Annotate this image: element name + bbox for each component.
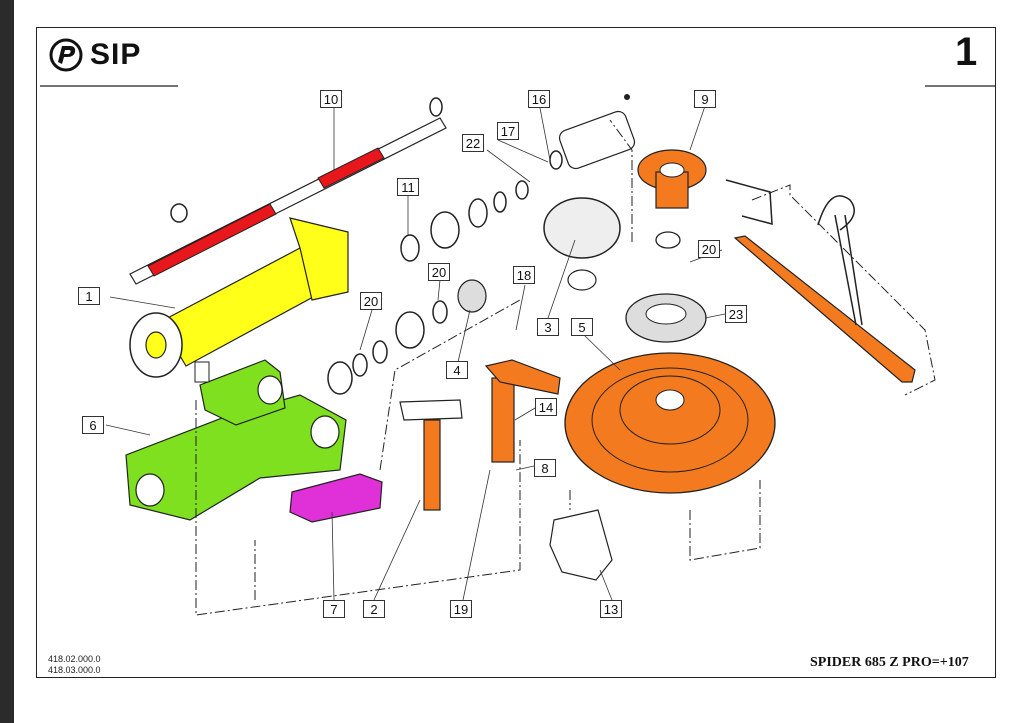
callout-part: 23 [725,305,747,323]
tine-arm [733,235,916,383]
callout-part: 20 [428,263,450,281]
model-name: SPIDER 685 Z PRO=+107 [810,655,969,670]
gear-bearing [567,269,597,291]
callout-part: 7 [323,600,345,618]
cover-plate [289,473,383,523]
callout-part: 10 [320,90,342,108]
brand-name: SIP [90,38,142,71]
pinion-gear [457,279,487,313]
callout-part: 18 [513,266,535,284]
page [14,0,1024,723]
bracket-pin [399,399,463,511]
callout-part: 20 [360,292,382,310]
bevel-gear [543,197,621,259]
callout-part: 8 [534,459,556,477]
callout-part: 16 [528,90,550,108]
part-code-2: 418.03.000.0 [48,665,101,675]
pivot-shaft [484,359,561,463]
hub-bearing [655,231,681,249]
callout-part: 2 [363,600,385,618]
callout-part: 6 [82,416,104,434]
brand-logo: SIP [48,38,141,72]
universal-joint [558,94,636,170]
callout-part: 19 [450,600,472,618]
rotor-plate [564,352,776,494]
callout-part: 17 [497,122,519,140]
callout-part: 1 [78,287,100,305]
leader-lines [105,105,726,601]
page-number: 1 [955,30,978,74]
callout-part: 11 [397,178,419,196]
callout-part: 9 [694,90,716,108]
assembly-lines [195,119,936,616]
callout-part: 3 [537,318,559,336]
tube-housing [129,217,349,378]
callout-part: 13 [600,600,622,618]
support-block [549,509,613,581]
callout-part: 14 [535,398,557,416]
drawing-frame [36,27,996,678]
part-code-1: 418.02.000.0 [48,654,101,664]
callout-part: 5 [571,318,593,336]
callout-part: 22 [462,134,484,152]
bearings-and-rings [327,150,563,395]
callout-part: 20 [698,240,720,258]
drive-shaft [129,97,447,285]
sip-emblem-icon [49,38,83,72]
callout-part: 4 [446,361,468,379]
rotor-hub [637,149,707,209]
spring-tine [725,179,863,326]
gearbox-body [125,359,347,521]
